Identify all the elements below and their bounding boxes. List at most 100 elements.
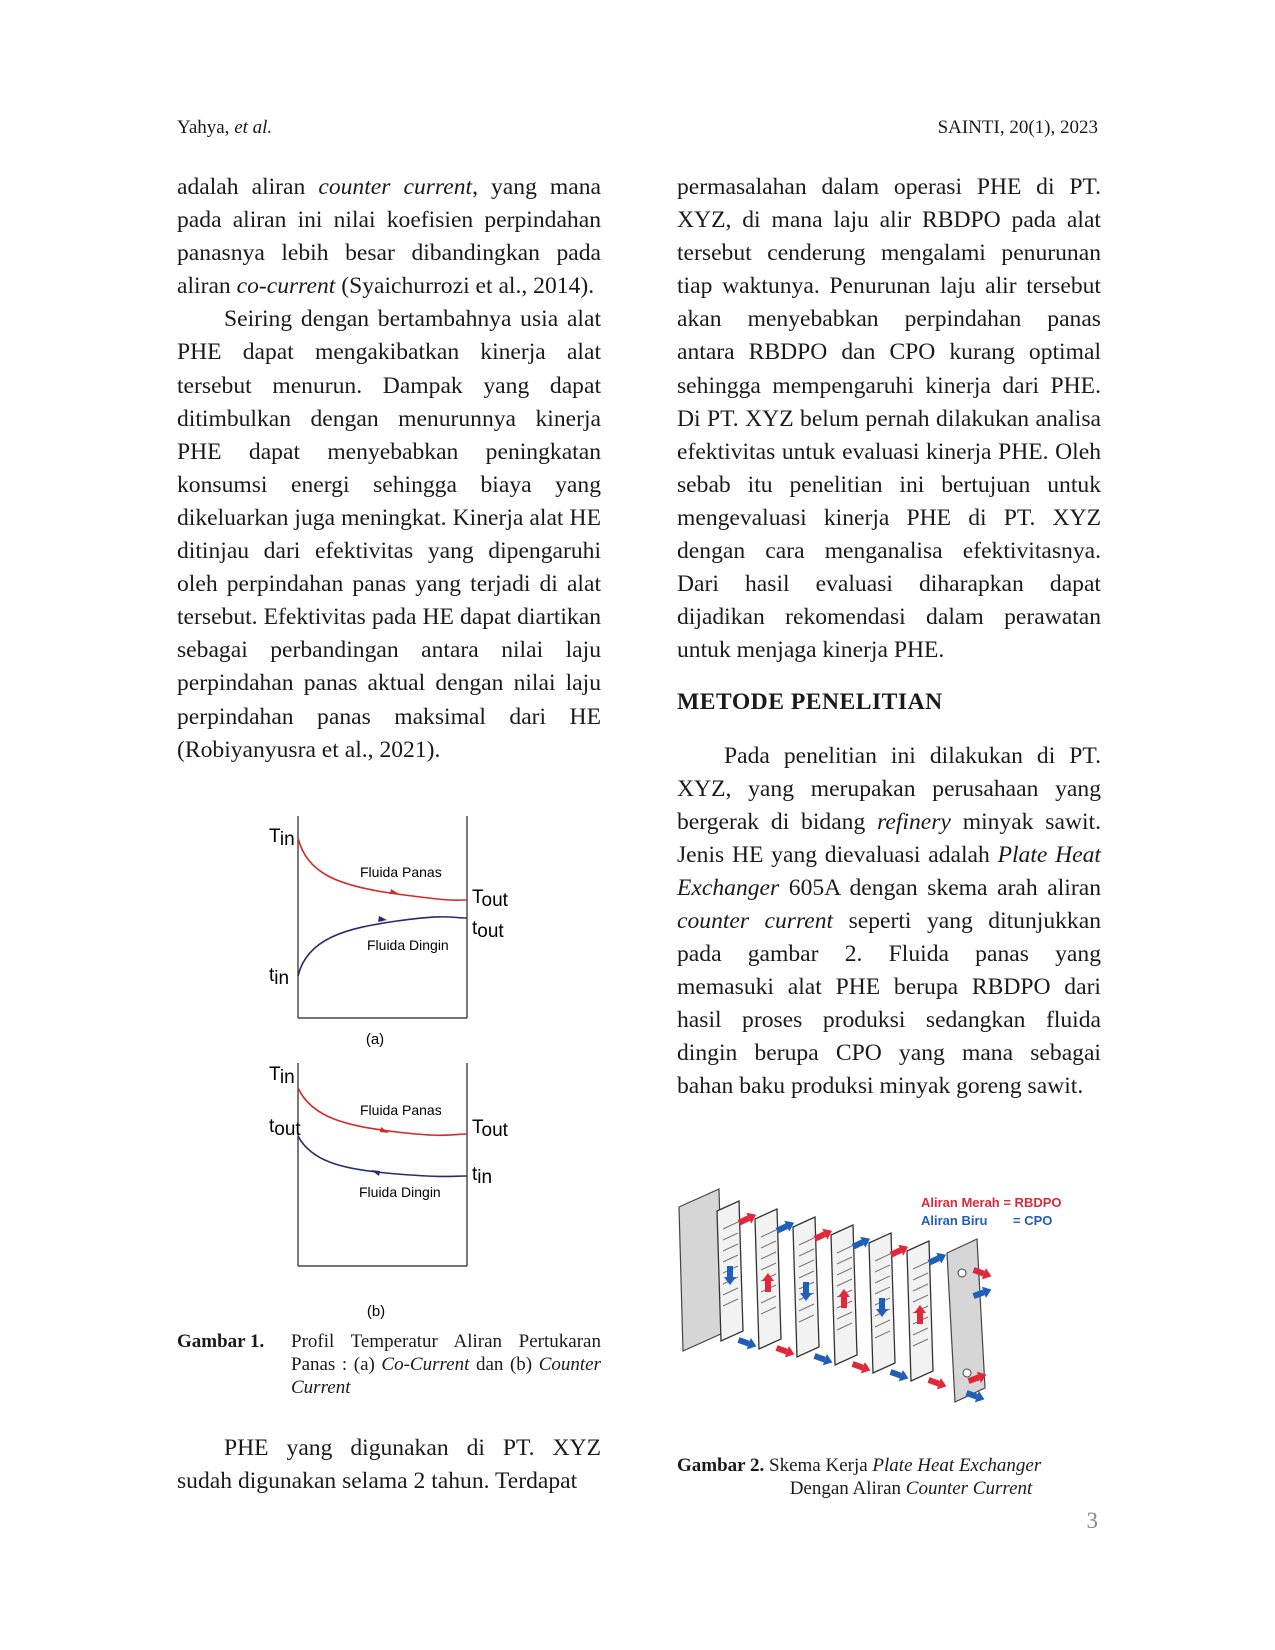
arrow-shaft (889, 1369, 902, 1379)
port-flow-arrow (851, 1236, 871, 1250)
arrow-shaft (972, 1289, 985, 1299)
right-column-text: permasalahan dalam operasi PHE di PT. XY… (677, 171, 1101, 1104)
arrow-shaft (803, 1282, 809, 1293)
plate-corrugation (874, 1253, 891, 1262)
arrow-head (784, 1346, 795, 1358)
panel-a-label: (a) (366, 1031, 384, 1048)
plate-corrugation (798, 1270, 815, 1279)
label-t-in: tin (269, 965, 289, 989)
arrow-shaft (927, 1255, 941, 1266)
caption-label: Gambar 1. (177, 1331, 265, 1352)
caption-line-2: Dengan Aliran Counter Current (789, 1478, 1033, 1499)
port (957, 1268, 967, 1278)
plate-corrugation (760, 1251, 777, 1260)
plate-flow-arrow (914, 1305, 926, 1324)
arrow-head (974, 1391, 985, 1403)
hot-flow-arrow (390, 889, 399, 894)
caption-text: Profil Temperatur Aliran Pertukaran Pana… (291, 1331, 601, 1398)
arrow-shaft (879, 1298, 885, 1309)
plate-corrugation (722, 1221, 739, 1230)
plate-corrugation (874, 1264, 891, 1273)
plate-corrugation (760, 1229, 777, 1238)
arrow-head (976, 1371, 987, 1383)
arrow-head (860, 1236, 871, 1248)
arrow-shaft (851, 1239, 865, 1250)
arrow-head (838, 1289, 850, 1297)
plate-corrugation (836, 1256, 853, 1265)
running-header-journal: SAINTI, 20(1), 2023 (937, 117, 1098, 138)
label-t-out: tout (269, 1116, 301, 1140)
arrow-head (914, 1305, 926, 1313)
plate-flow-arrow (838, 1289, 850, 1308)
port-flow-arrow (737, 1212, 757, 1226)
port-flow-arrow (813, 1228, 833, 1242)
plate-corrugation (722, 1243, 739, 1252)
legend-blue-value: = CPO (1013, 1213, 1052, 1228)
arrow-head (784, 1220, 795, 1232)
plate-corrugation (836, 1245, 853, 1254)
plate-flow-arrow (762, 1273, 774, 1292)
arrow-shaft (965, 1390, 978, 1400)
plate-corrugation (722, 1232, 739, 1241)
arrow-shaft (813, 1353, 826, 1363)
plate-corrugation (798, 1248, 815, 1257)
plate-corrugation (760, 1295, 777, 1304)
arrow-head (860, 1362, 871, 1374)
plate-corrugation (874, 1286, 891, 1295)
plate-flow-arrow (876, 1298, 888, 1317)
plate-corrugation (912, 1261, 929, 1270)
plate-corrugation (836, 1311, 853, 1320)
port-flow-arrow (737, 1337, 757, 1350)
arrow-head (981, 1268, 992, 1280)
plate-corrugation (836, 1278, 853, 1287)
legend-red: Aliran Merah = RBDPO (921, 1195, 1062, 1210)
hot-fluid-label: Fluida Panas (360, 1102, 442, 1118)
left-column-text: adalah aliran counter current, yang mana… (177, 171, 601, 767)
arrow-head (981, 1286, 992, 1298)
arrow-shaft (917, 1313, 923, 1324)
arrow-head (898, 1244, 909, 1256)
arrow-head (822, 1228, 833, 1240)
frame-plate-movable (946, 1238, 986, 1403)
panel-b-label: (b) (367, 1303, 385, 1320)
port-flow-arrow (851, 1361, 871, 1374)
paragraph: Seiring dengan bertambahnya usia alat PH… (177, 306, 601, 763)
hot-fluid-curve (297, 837, 468, 902)
arrow-shaft (737, 1337, 750, 1347)
panel-b: Tin tout Tout tin Fluida Panas Fluida Di… (269, 1063, 509, 1320)
figure-1-temperature-profiles: Tin tin Tout tout Fluida Panas Fluida Di… (269, 816, 509, 1320)
cold-fluid-curve (297, 1135, 468, 1178)
arrow-head (800, 1293, 812, 1301)
hot-flow-arrow (380, 1127, 389, 1133)
port-flow-arrow (813, 1353, 833, 1366)
arrow-shaft (737, 1215, 751, 1226)
caption-line-1: Gambar 2. Skema Kerja Plate Heat Exchang… (677, 1454, 1101, 1477)
label-T-in: Tin (269, 826, 295, 850)
plate-corrugation (874, 1319, 891, 1328)
outlet-arrow (965, 1390, 985, 1403)
arrow-head (936, 1378, 947, 1390)
plate-corrugation (722, 1298, 739, 1307)
plate-corrugation (874, 1275, 891, 1284)
arrow-shaft (841, 1297, 847, 1308)
plate-corrugation (836, 1267, 853, 1276)
plate-corrugation (798, 1237, 815, 1246)
frame-plate-fixed (678, 1188, 724, 1352)
plate-corrugation (912, 1327, 929, 1336)
cold-flow-arrow (371, 1170, 380, 1176)
plate-corrugation (722, 1254, 739, 1263)
arrow-head (724, 1277, 736, 1285)
port (962, 1368, 972, 1378)
plate-corrugation (798, 1314, 815, 1323)
plate-corrugation (874, 1330, 891, 1339)
plate-flow-arrow (724, 1266, 736, 1285)
arrow-shaft (851, 1361, 864, 1371)
port-flow-arrow (889, 1244, 909, 1258)
port-flow-arrow (775, 1220, 795, 1234)
figure-2-phe-schematic: Aliran Merah = RBDPO Aliran Biru = CPO (678, 1188, 1062, 1403)
cold-fluid-label: Fluida Dingin (359, 1184, 441, 1200)
arrow-head (898, 1370, 909, 1382)
port-flow-arrow (927, 1252, 947, 1266)
plate-corrugation (912, 1272, 929, 1281)
label-t-in: tin (472, 1164, 492, 1188)
